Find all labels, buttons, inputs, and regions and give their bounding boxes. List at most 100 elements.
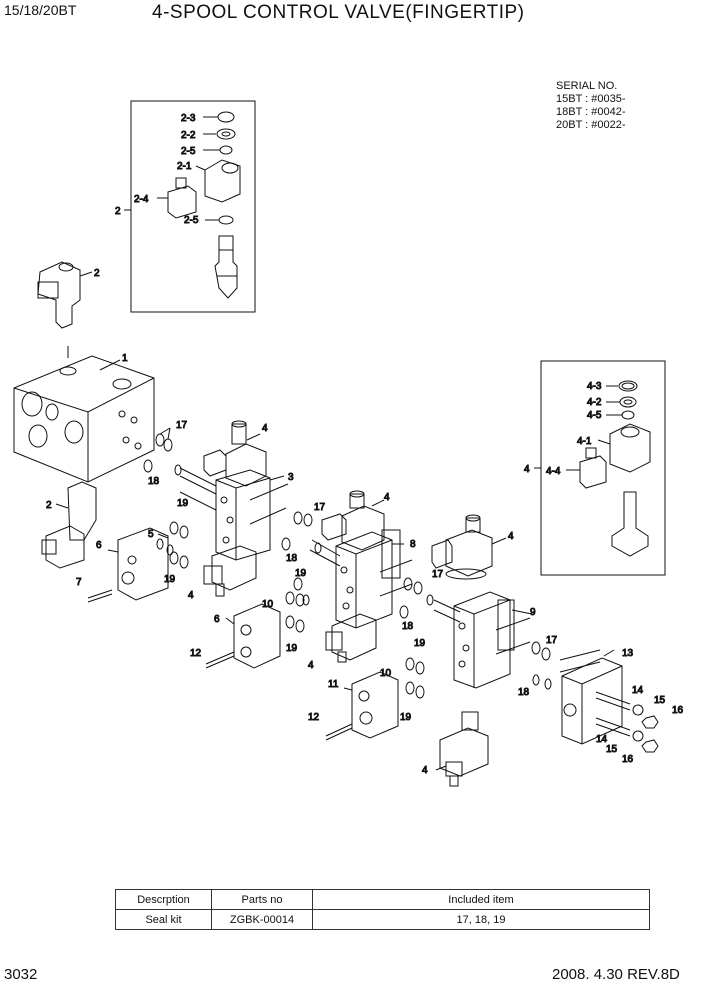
callout-4-1: 4-1: [577, 436, 592, 447]
callout-2-box: 2: [115, 206, 121, 217]
callout-18d: 18: [518, 687, 530, 698]
end-cover-11: [351, 671, 399, 739]
callout-7: 7: [76, 577, 82, 588]
col-description-header: Descrption: [115, 889, 212, 910]
solenoid-4f: [439, 727, 489, 777]
spool-section-middle: [335, 531, 393, 629]
o-ring-17: [155, 433, 165, 447]
callout-10a: 10: [262, 599, 274, 610]
callout-16b: 16: [622, 754, 634, 765]
o-ring-4-5: [621, 410, 635, 420]
callout-2-left: 2: [46, 500, 52, 511]
callout-2-1: 2-1: [177, 161, 192, 172]
o-ring-4-3: [618, 380, 638, 392]
coil-2-1: [204, 159, 241, 203]
callout-4-2: 4-2: [587, 397, 602, 408]
callout-19f: 19: [400, 712, 412, 723]
solenoid-4e: [445, 529, 493, 577]
callout-11: 11: [328, 679, 339, 690]
detail-box-2: [130, 100, 256, 313]
table-header-row: Descrption Parts no Included item: [115, 889, 650, 910]
callout-18a: 18: [148, 476, 160, 487]
o-ring-18: [143, 459, 153, 473]
o-ring-2-5b: [218, 215, 234, 225]
cell-partsno: ZGBK-00014: [211, 909, 313, 930]
end-cover-6: [117, 527, 169, 601]
table-row: Seal kit ZGBK-00014 17, 18, 19: [115, 909, 650, 930]
col-partsno-header: Parts no: [211, 889, 313, 910]
callout-4c: 4: [384, 492, 390, 503]
page-number: 3032: [4, 966, 38, 983]
solenoid-valve-2: [37, 261, 81, 329]
end-cover-6b: [233, 603, 281, 669]
callout-14b: 14: [596, 734, 608, 745]
callout-6b: 6: [214, 614, 220, 625]
connector-4-4: [579, 455, 607, 489]
col-included-header: Included item: [312, 889, 650, 910]
page-title: 4-SPOOL CONTROL VALVE(FINGERTIP): [152, 2, 525, 23]
callout-13: 13: [622, 648, 634, 659]
callout-4b: 4: [188, 590, 194, 601]
callout-9: 9: [530, 607, 536, 618]
callout-15a: 15: [654, 695, 666, 706]
callout-18b: 18: [286, 553, 298, 564]
callout-19e: 19: [414, 638, 426, 649]
cell-included: 17, 18, 19: [312, 909, 650, 930]
callout-4-box: 4: [524, 464, 530, 475]
main-body-1: [13, 355, 155, 483]
bolt-7: [87, 589, 113, 599]
callout-4-4: 4-4: [546, 466, 561, 477]
callout-4a: 4: [262, 423, 268, 434]
callout-3: 3: [288, 472, 294, 483]
bolt-12: [205, 651, 235, 665]
callout-19d: 19: [286, 643, 298, 654]
callout-19c: 19: [295, 568, 307, 579]
callout-17d: 17: [546, 635, 558, 646]
callout-17c: 17: [432, 569, 444, 580]
callout-2-3: 2-3: [181, 113, 196, 124]
model-label: 15/18/20BT: [4, 2, 77, 18]
callout-18c: 18: [402, 621, 414, 632]
callout-2-top: 2: [94, 268, 100, 279]
cartridge-4: [611, 491, 649, 557]
callout-1: 1: [122, 353, 128, 364]
spool-section-9: [453, 591, 511, 689]
solenoid-4a: [225, 443, 267, 487]
callout-4f: 4: [422, 765, 428, 776]
callout-19a: 19: [177, 498, 189, 509]
callout-2-2: 2-2: [181, 130, 196, 141]
callout-19b: 19: [164, 574, 176, 585]
serial-line: 18BT : #0042-: [556, 106, 626, 118]
solenoid-4b: [211, 545, 257, 591]
connector-2-4: [167, 185, 197, 219]
callout-2-5b: 2-5: [184, 215, 199, 226]
washer-2-2: [216, 128, 236, 140]
cell-description: Seal kit: [115, 909, 212, 930]
callout-10b: 10: [380, 668, 392, 679]
callout-17a: 17: [176, 420, 188, 431]
callout-5: 5: [148, 529, 154, 540]
callout-4-3: 4-3: [587, 381, 602, 392]
callout-2-5: 2-5: [181, 146, 196, 157]
snap-ring-2-3: [217, 111, 235, 123]
nut-16: [641, 715, 659, 729]
callout-2-4: 2-4: [134, 194, 149, 205]
callout-4e: 4: [308, 660, 314, 671]
callout-6a: 6: [96, 540, 102, 551]
washer-15: [632, 704, 644, 716]
coil-4-1: [609, 423, 651, 473]
o-ring-19: [169, 521, 179, 535]
serial-line: 15BT : #0035-: [556, 93, 626, 105]
revision-date: 2008. 4.30 REV.8D: [552, 966, 680, 983]
solenoid-4d: [331, 613, 377, 661]
serial-line: 20BT : #0022-: [556, 119, 626, 131]
callout-15b: 15: [606, 744, 618, 755]
solenoid-4c: [341, 505, 385, 551]
washer-4-2: [619, 396, 637, 408]
callout-17b: 17: [314, 502, 326, 513]
callout-12a: 12: [190, 648, 202, 659]
seal-kit-table: Descrption Parts no Included item Seal k…: [115, 889, 650, 930]
o-ring-2-5: [219, 145, 233, 155]
callout-8: 8: [410, 539, 416, 550]
